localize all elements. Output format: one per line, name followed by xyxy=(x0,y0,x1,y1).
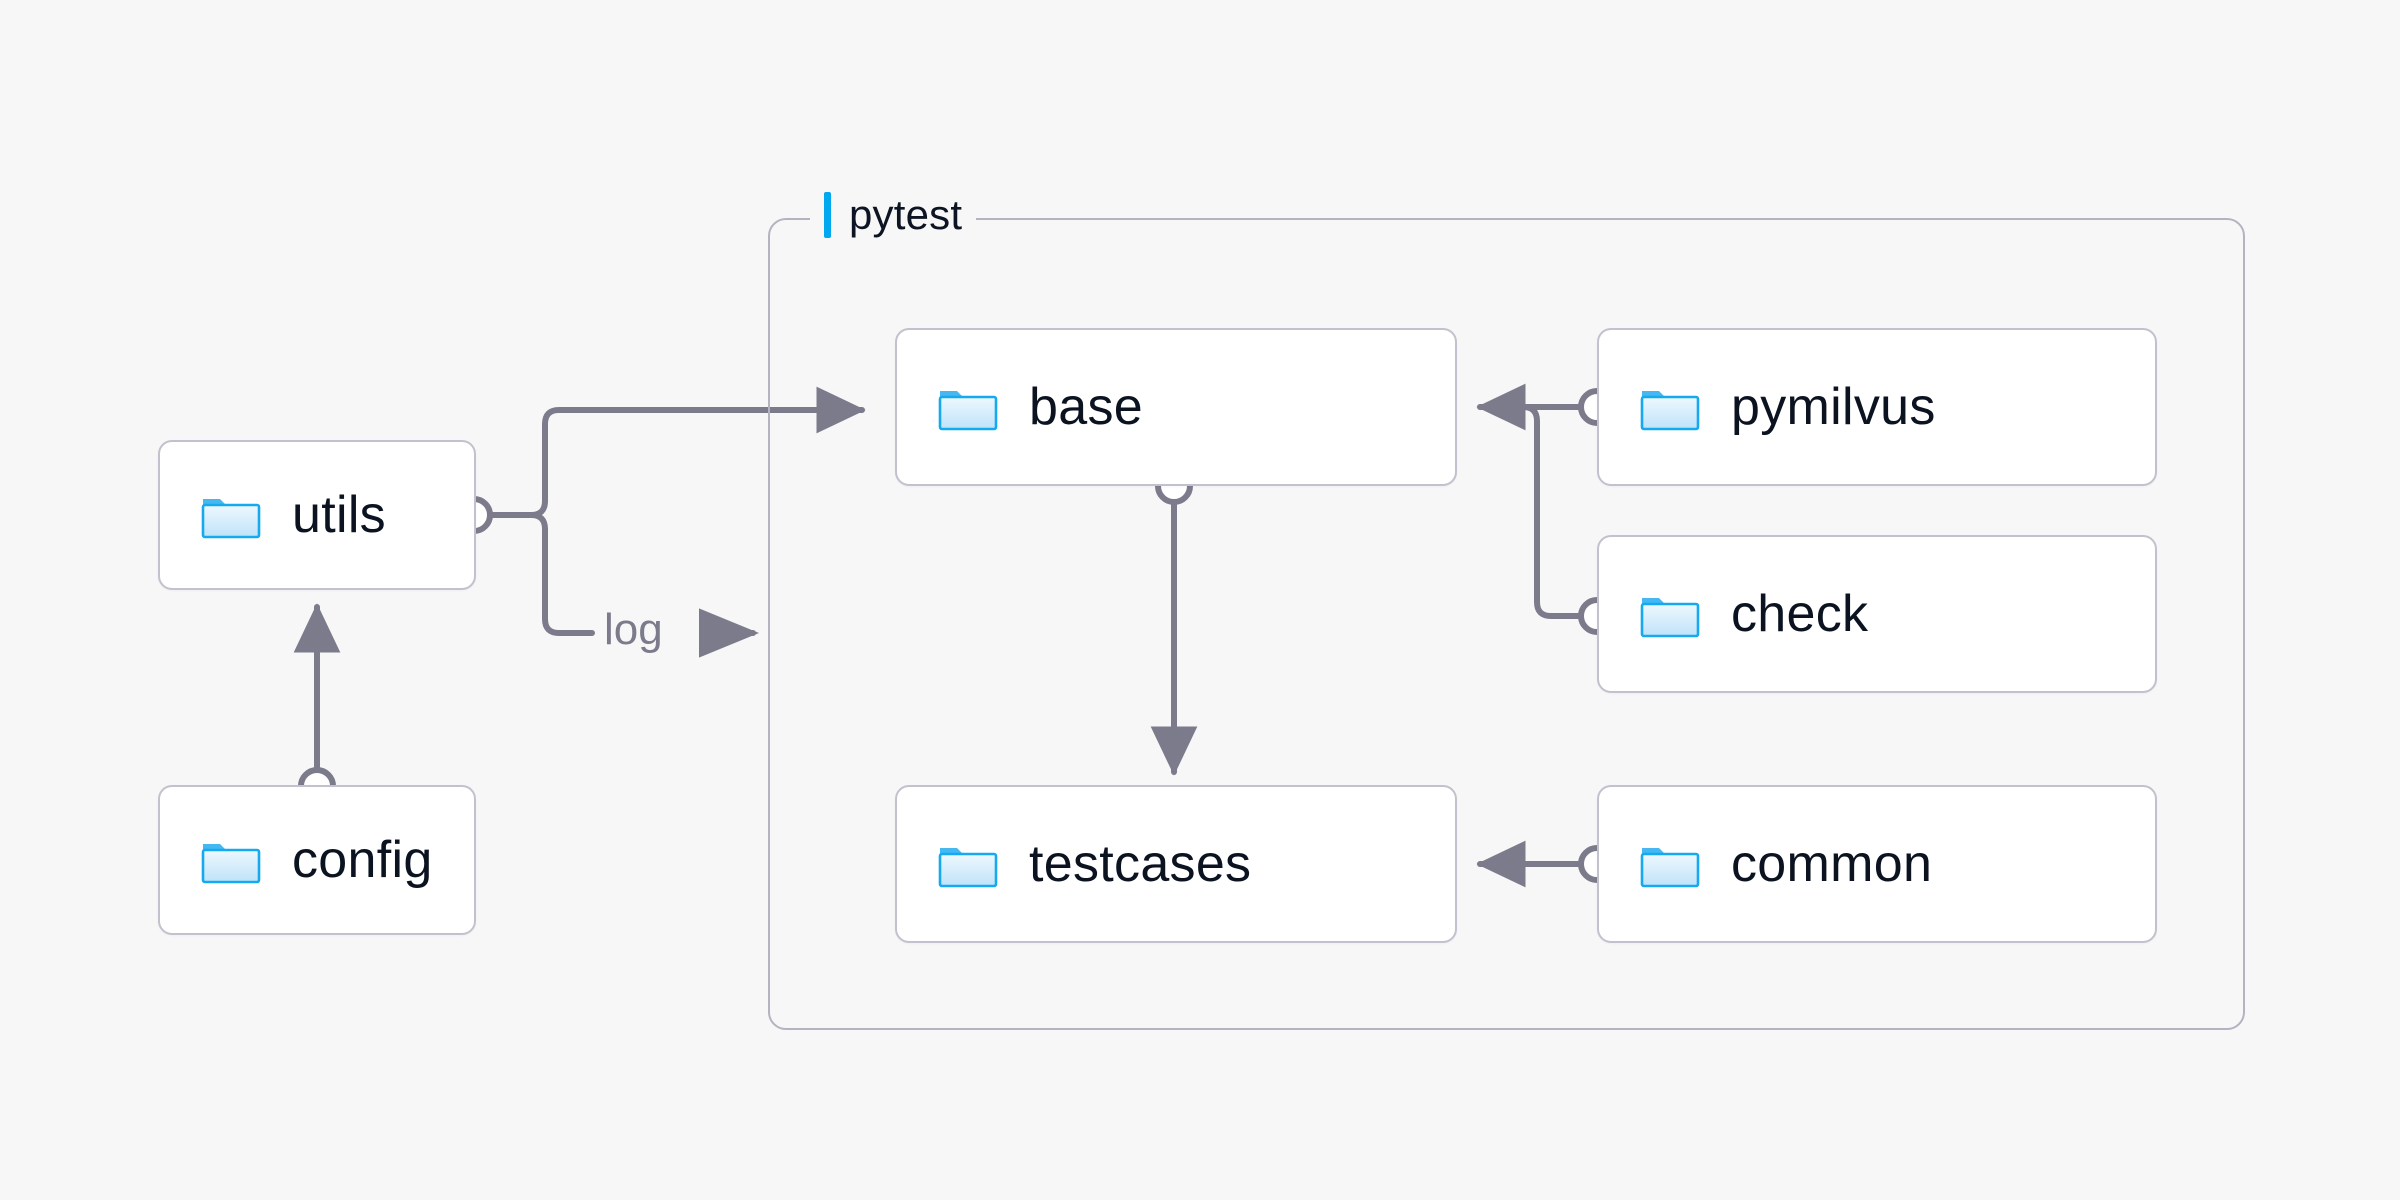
node-utils[interactable]: utils xyxy=(158,440,476,590)
edge-utils-to-log xyxy=(517,512,595,636)
folder-icon xyxy=(201,499,261,539)
group-pytest[interactable] xyxy=(768,218,2245,1030)
folder-icon xyxy=(1640,598,1700,638)
node-base[interactable]: base xyxy=(895,328,1457,486)
node-utils-label: utils xyxy=(292,486,386,544)
group-pytest-label-text: pytest xyxy=(849,191,963,238)
folder-icon xyxy=(201,844,261,884)
edge-label-log: log xyxy=(604,605,663,654)
node-config[interactable]: config xyxy=(158,785,476,935)
node-pymilvus-label: pymilvus xyxy=(1731,378,1936,436)
folder-icon xyxy=(938,848,998,888)
node-base-label: base xyxy=(1029,378,1143,436)
node-common-label: common xyxy=(1731,835,1933,893)
node-common[interactable]: common xyxy=(1597,785,2157,943)
node-check-label: check xyxy=(1731,585,1869,643)
folder-icon xyxy=(1640,391,1700,431)
node-config-label: config xyxy=(292,831,433,889)
accent-bar-icon xyxy=(824,192,831,238)
folder-icon xyxy=(1640,848,1700,888)
node-testcases-label: testcases xyxy=(1029,835,1252,893)
node-testcases[interactable]: testcases xyxy=(895,785,1457,943)
folder-icon xyxy=(938,391,998,431)
group-pytest-label: pytest xyxy=(810,188,977,242)
node-check[interactable]: check xyxy=(1597,535,2157,693)
node-pymilvus[interactable]: pymilvus xyxy=(1597,328,2157,486)
